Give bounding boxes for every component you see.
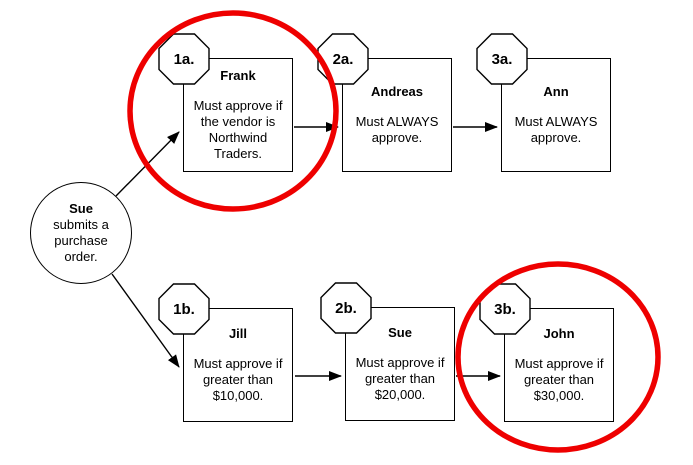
step-badge-1b: 1b.: [158, 283, 210, 335]
octagon-icon: [158, 283, 210, 335]
approval-rule: Must approve if greater than $30,000.: [514, 356, 604, 403]
approval-node-2a: 2a. Andreas Must ALWAYS approve.: [317, 33, 452, 172]
approver-name: Sue: [388, 325, 412, 340]
approver-name: Frank: [220, 68, 256, 83]
approval-node-3b: 3b. John Must approve if greater than $3…: [479, 283, 614, 422]
approver-name: Jill: [228, 326, 248, 341]
approver-name: Ann: [543, 84, 569, 99]
approver-name: Andreas: [370, 84, 424, 99]
step-badge-2b: 2b.: [320, 282, 372, 334]
step-badge-3a: 3a.: [476, 33, 528, 85]
arrow-start-to-1a: [115, 131, 180, 197]
step-badge-1a: 1a.: [158, 33, 210, 85]
step-badge-label: 1b.: [173, 300, 195, 318]
approval-node-3a: 3a. Ann Must ALWAYS approve.: [476, 33, 611, 172]
approval-node-1a: 1a. Frank Must approve if the vendor is …: [158, 33, 293, 172]
approval-node-2b: 2b. Sue Must approve if greater than $20…: [320, 282, 455, 421]
approver-name: John: [543, 326, 575, 341]
step-badge-2a: 2a.: [317, 33, 369, 85]
approval-node-1b: 1b. Jill Must approve if greater than $1…: [158, 283, 293, 422]
step-badge-label: 3b.: [494, 300, 516, 318]
arrow-start-to-1b: [111, 273, 180, 368]
step-badge-label: 3a.: [491, 50, 513, 68]
step-badge-label: 2b.: [335, 299, 357, 317]
step-badge-3b: 3b.: [479, 283, 531, 335]
step-badge-label: 1a.: [173, 50, 195, 68]
approval-rule: Must ALWAYS approve.: [355, 114, 439, 145]
approval-rule: Must ALWAYS approve.: [514, 114, 598, 145]
approval-rule: Must approve if greater than $10,000.: [193, 356, 283, 403]
start-node-sue: Sue submits a purchase order.: [30, 182, 132, 284]
approval-rule: Must approve if the vendor is Northwind …: [193, 98, 283, 161]
start-node-text: submits a purchase order.: [53, 217, 109, 264]
approval-rule: Must approve if greater than $20,000.: [355, 355, 445, 402]
start-node-name: Sue: [69, 201, 93, 216]
octagon-icon: [320, 282, 372, 334]
step-badge-label: 2a.: [332, 50, 354, 68]
octagon-icon: [476, 33, 528, 85]
